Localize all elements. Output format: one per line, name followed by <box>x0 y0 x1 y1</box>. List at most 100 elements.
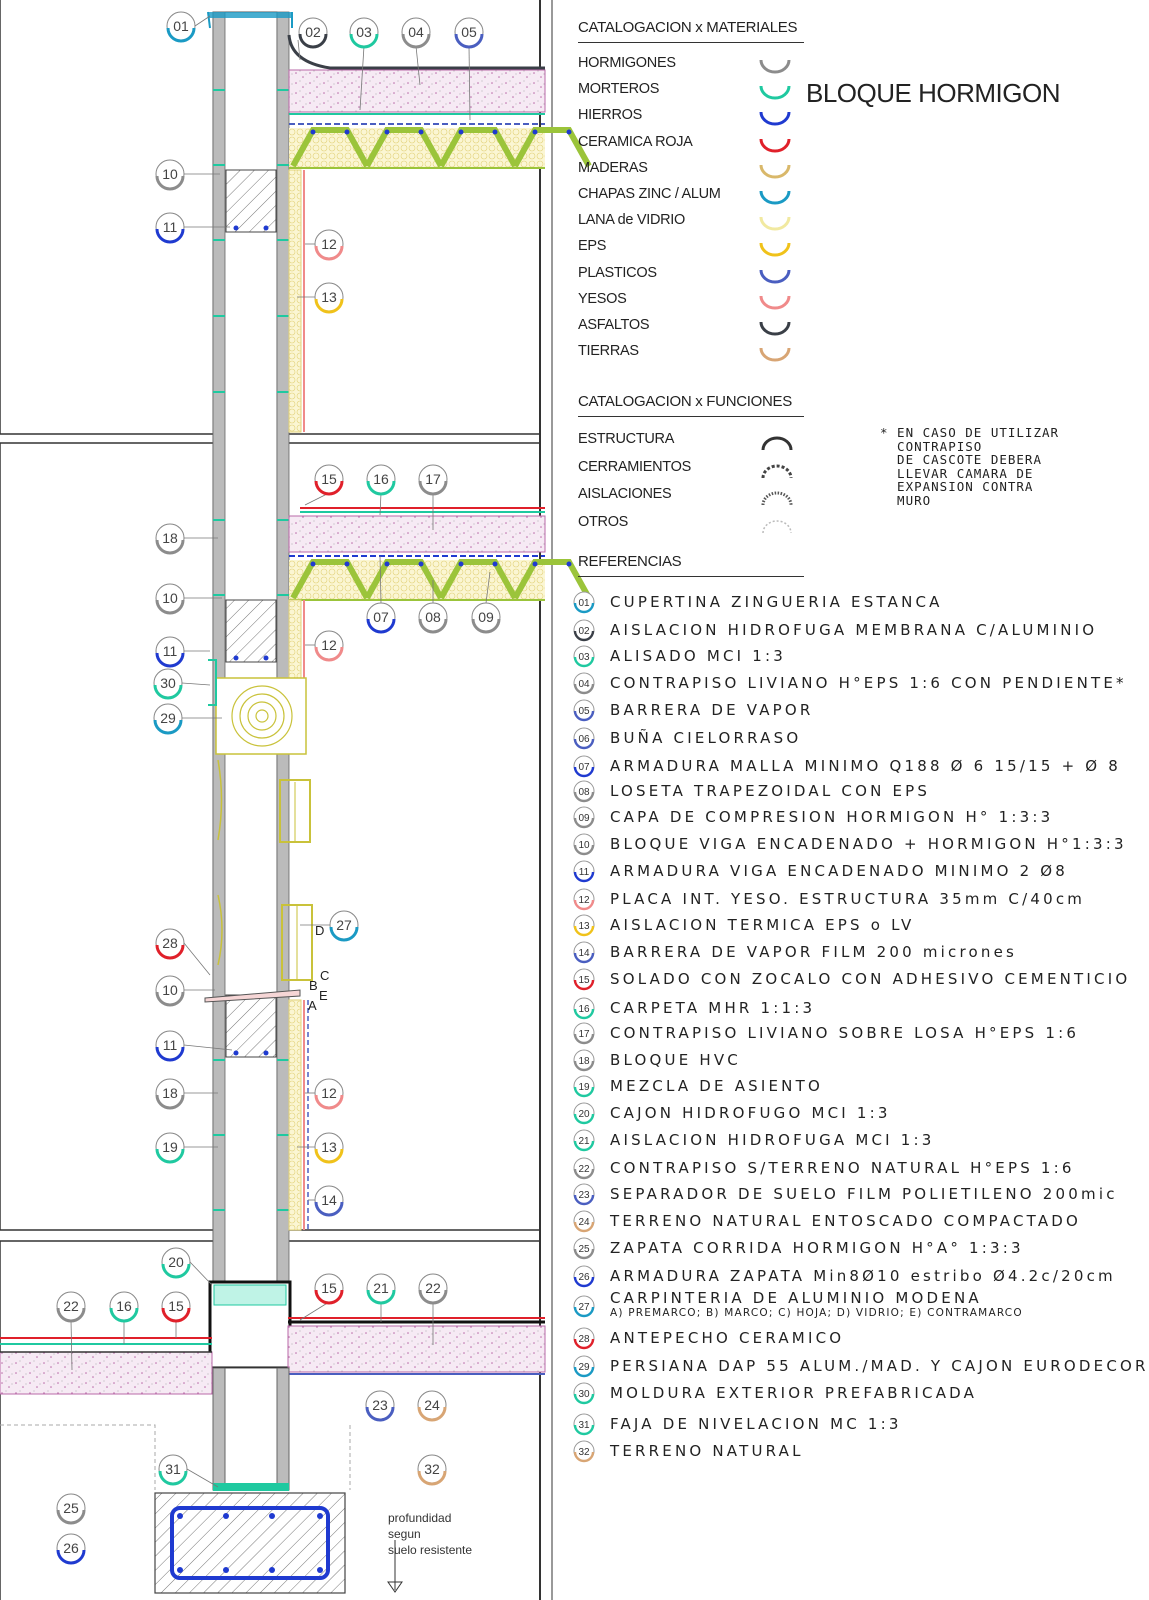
reference-number: 30 <box>578 1389 590 1400</box>
reference-text: MOLDURA EXTERIOR PREFABRICADA <box>610 1384 978 1402</box>
svg-text:19: 19 <box>162 1139 178 1155</box>
reference-item: 30 MOLDURA EXTERIOR PREFABRICADA <box>572 1380 977 1406</box>
leader-line <box>379 492 382 516</box>
material-swatch-icon <box>759 295 791 310</box>
reference-number: 10 <box>578 840 590 851</box>
reference-number: 23 <box>578 1190 590 1201</box>
reference-number: 26 <box>578 1272 590 1283</box>
callout-12: 12 <box>314 1078 344 1110</box>
callout-13: 13 <box>314 1132 344 1164</box>
svg-text:04: 04 <box>408 24 424 40</box>
window-part-letter: C <box>320 968 329 983</box>
callout-14: 14 <box>314 1185 344 1217</box>
svg-text:11: 11 <box>163 219 178 235</box>
callout-16: 16 <box>366 464 396 496</box>
reference-text: SEPARADOR DE SUELO FILM POLIETILENO 200m… <box>610 1185 1118 1203</box>
callout-12: 12 <box>314 229 344 261</box>
reference-text: CONTRAPISO LIVIANO H°EPS 1:6 CON PENDIEN… <box>610 674 1127 692</box>
callout-21: 21 <box>366 1273 396 1305</box>
leader-line <box>183 942 211 976</box>
callout-30: 30 <box>153 668 183 700</box>
callout-20: 20 <box>161 1247 191 1279</box>
function-swatch-icon <box>762 520 792 533</box>
callout-27: 27 <box>329 910 359 942</box>
svg-text:15: 15 <box>321 471 337 487</box>
reference-badge-icon: 03 <box>573 645 595 668</box>
references-title: REFERENCIAS <box>578 553 682 570</box>
reference-text: BLOQUE HVC <box>610 1051 741 1069</box>
leader-line <box>189 1261 213 1286</box>
material-label: PLASTICOS <box>578 264 657 281</box>
reference-text: ARMADURA MALLA MINIMO Q188 Ø 6 15/15 + Ø… <box>610 757 1122 775</box>
material-label: CHAPAS ZINC / ALUM <box>578 186 721 202</box>
callout-15: 15 <box>314 464 344 496</box>
reference-text: BUÑA CIELORRASO <box>610 729 802 747</box>
material-swatch-icon <box>759 321 791 336</box>
reference-number: 31 <box>578 1420 590 1431</box>
reference-item: 03 ALISADO MCI 1:3 <box>572 643 786 669</box>
material-swatch-icon <box>759 190 791 205</box>
callout-25: 25 <box>56 1493 86 1525</box>
material-label: EPS <box>578 238 607 255</box>
reference-item: 06 BUÑA CIELORRASO <box>572 725 801 751</box>
reference-text: ALISADO MCI 1:3 <box>610 647 786 665</box>
svg-text:12: 12 <box>321 236 337 252</box>
material-label: CERAMICA ROJA <box>578 133 693 150</box>
reference-subtext: A) PREMARCO; B) MARCO; C) HOJA; D) VIDRI… <box>610 1307 1023 1319</box>
callout-07: 07 <box>366 602 396 634</box>
callout-18: 18 <box>155 1078 185 1110</box>
reference-badge-icon: 29 <box>573 1355 595 1378</box>
reference-badge-icon: 07 <box>573 755 595 778</box>
callout-04: 04 <box>401 17 431 49</box>
reference-badge-icon: 25 <box>573 1237 595 1260</box>
svg-text:25: 25 <box>63 1500 79 1516</box>
reference-number: 17 <box>578 1029 590 1040</box>
reference-number: 06 <box>578 734 590 745</box>
callout-11: 11 <box>155 1030 185 1062</box>
reference-number: 02 <box>578 626 590 637</box>
svg-text:07: 07 <box>373 609 389 625</box>
svg-text:23: 23 <box>372 1397 388 1413</box>
reference-badge-icon: 19 <box>573 1075 595 1098</box>
reference-text: CONTRAPISO LIVIANO SOBRE LOSA H°EPS 1:6 <box>610 1024 1080 1042</box>
callout-22: 22 <box>56 1291 86 1323</box>
material-swatch-icon <box>759 86 791 100</box>
reference-badge-icon: 08 <box>573 780 595 803</box>
svg-text:09: 09 <box>478 609 494 625</box>
reference-text: CARPETA MHR 1:1:3 <box>610 999 816 1017</box>
svg-text:05: 05 <box>461 24 477 40</box>
callout-09: 09 <box>471 602 501 634</box>
window-part-letter: B <box>309 978 318 993</box>
callout-15: 15 <box>161 1291 191 1323</box>
reference-badge-icon: 09 <box>573 806 595 829</box>
reference-badge-icon: 15 <box>573 968 595 991</box>
svg-text:02: 02 <box>305 24 321 40</box>
reference-number: 07 <box>578 762 590 773</box>
function-label: ESTRUCTURA <box>578 431 675 447</box>
callout-05: 05 <box>454 17 484 49</box>
svg-text:29: 29 <box>160 710 176 726</box>
leader-line <box>183 1044 233 1051</box>
floor-assembly <box>208 507 592 843</box>
depth-note-line: profundidad <box>388 1511 451 1525</box>
reference-item: 17 CONTRAPISO LIVIANO SOBRE LOSA H°EPS 1:… <box>572 1020 1079 1046</box>
svg-text:17: 17 <box>425 471 441 487</box>
svg-text:01: 01 <box>173 18 189 34</box>
callout-12: 12 <box>314 630 344 662</box>
page-heading: BLOQUE HORMIGON <box>806 78 1060 108</box>
reference-text: CAJON HIDROFUGO MCI 1:3 <box>610 1104 891 1122</box>
reference-badge-icon: 27 <box>573 1295 595 1318</box>
callout-28: 28 <box>155 928 185 960</box>
svg-text:15: 15 <box>168 1298 184 1314</box>
